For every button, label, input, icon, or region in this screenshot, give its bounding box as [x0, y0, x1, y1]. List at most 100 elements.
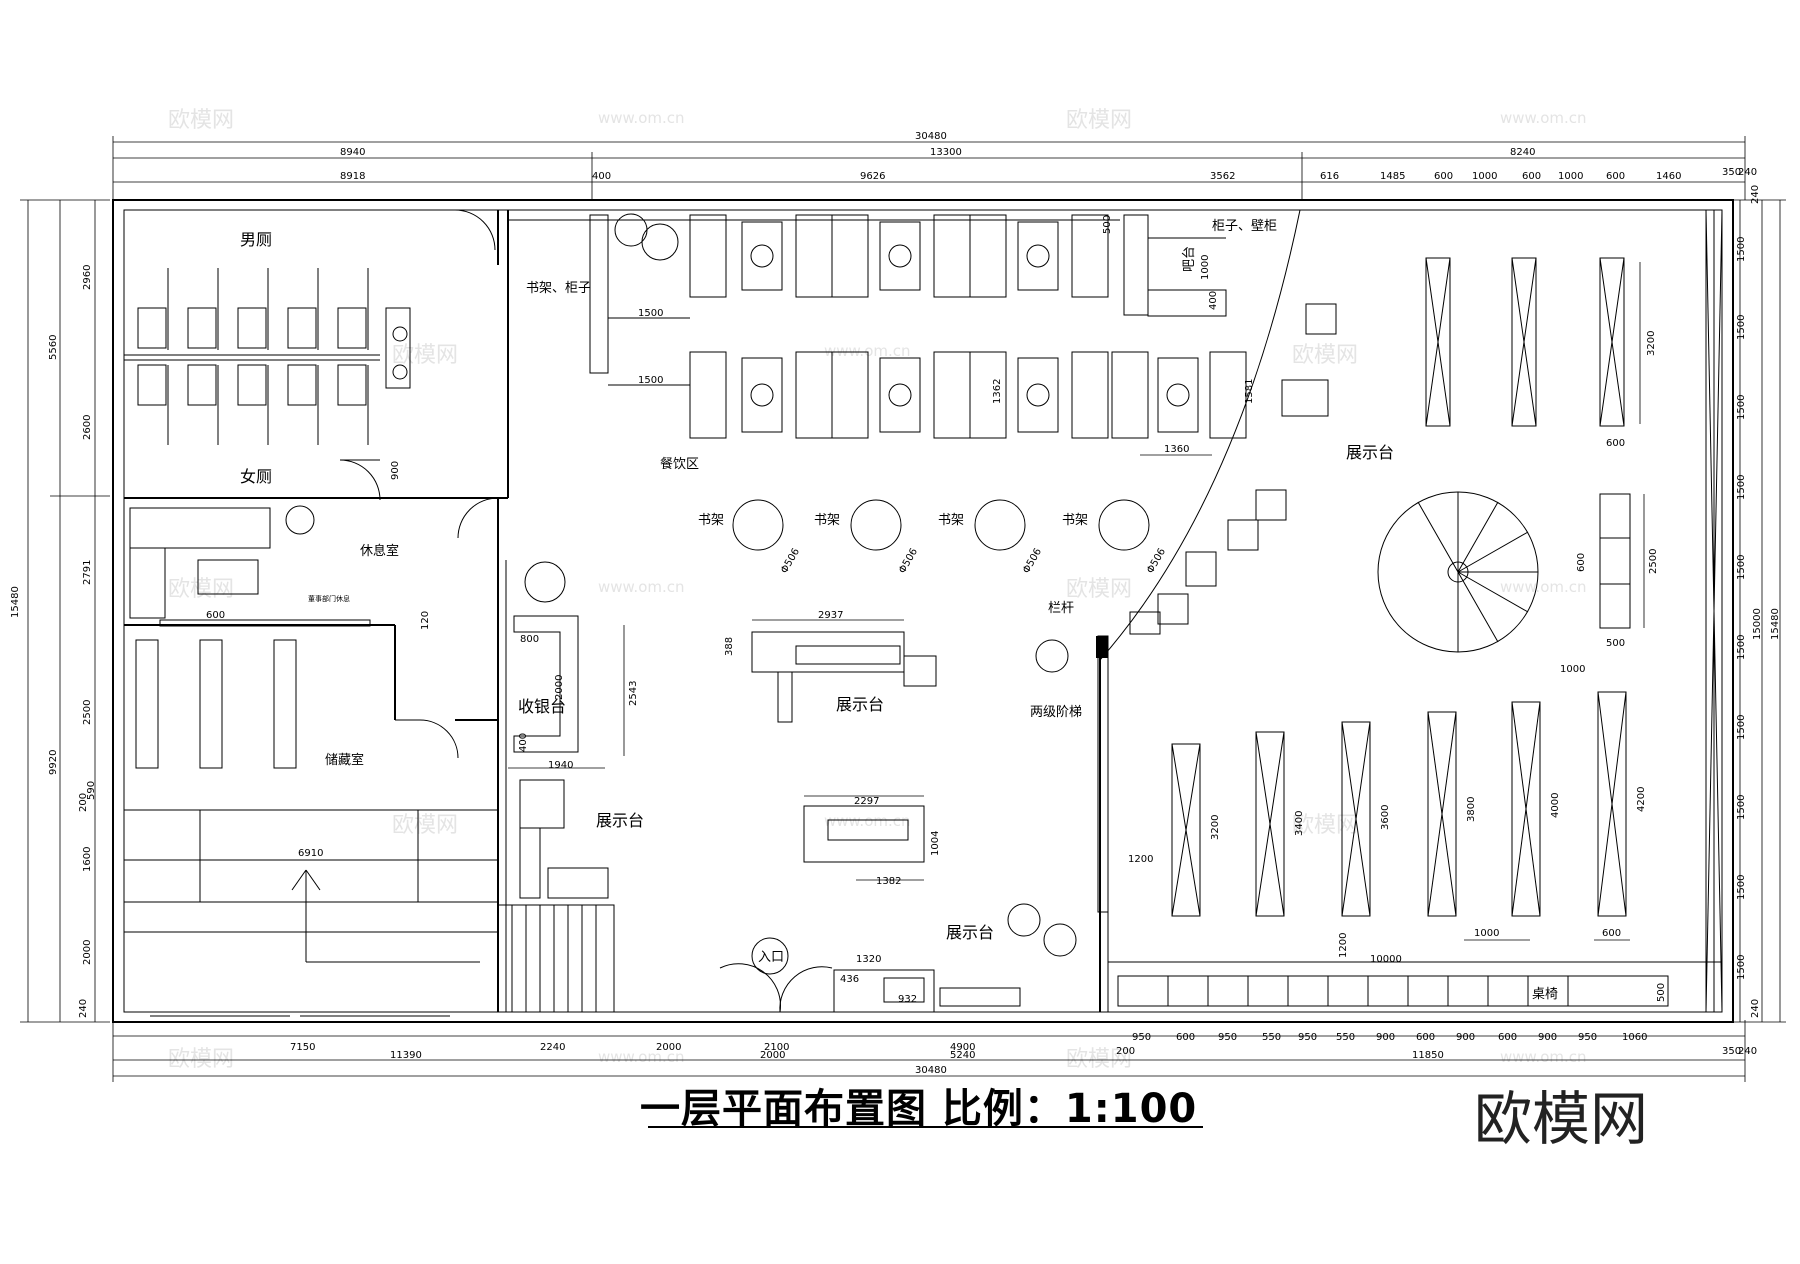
dim-bottom: 900: [1456, 1032, 1475, 1043]
label-bar: 吧台: [1182, 246, 1197, 272]
dim-left-inner: 590: [86, 781, 97, 800]
dim-cashier: 2543: [628, 681, 639, 706]
dim-left-mid: 9920: [48, 750, 59, 775]
dim-left-inner: 2791: [82, 560, 93, 585]
dim-left-outer: 15480: [10, 586, 21, 618]
page-title: 一层平面布置图 比例：1:100: [640, 1086, 1198, 1132]
dim-left-inner: 2960: [82, 265, 93, 290]
dim-left-inner: 200: [78, 793, 89, 812]
dim-bottom: 240: [1738, 1046, 1757, 1057]
dim-left-inner: 2600: [82, 415, 93, 440]
room-label-womens: 女厕: [240, 467, 272, 486]
dim-shelf-r: 2500: [1648, 549, 1659, 574]
dim-top-row2: 1485: [1380, 171, 1405, 182]
dim-dining: 1362: [992, 379, 1003, 404]
dim-top-total: 30480: [915, 131, 947, 142]
dim-bottom-total: 30480: [915, 1065, 947, 1076]
restroom-area: [124, 209, 499, 539]
dim-rail: 1200: [1338, 933, 1349, 958]
watermark-logo: 欧模网: [1066, 108, 1132, 133]
dim-top-row2: 600: [1434, 171, 1453, 182]
dim-top-row2: 600: [1522, 171, 1541, 182]
dim-top-row2: 600: [1606, 171, 1625, 182]
dim-bar: 1000: [1200, 255, 1211, 280]
dim-cashier: 1940: [548, 760, 573, 771]
dim-display: 1382: [876, 876, 901, 887]
dim-bottom: 2240: [540, 1042, 565, 1053]
dim-shelf-lr: 3600: [1380, 805, 1391, 830]
label-bookshelf: 书架: [814, 513, 840, 528]
dim-shelf-lr: 4000: [1550, 793, 1561, 818]
dim-top-row2: 8918: [340, 171, 365, 182]
dim-cashier: 800: [520, 634, 539, 645]
upper-right-shelves: [1425, 257, 1645, 629]
dim-top-row2: 3562: [1210, 171, 1235, 182]
lower-right-shelves: [1124, 691, 1670, 963]
dim-cashier: 400: [518, 733, 529, 752]
dim-entrance: 932: [898, 994, 917, 1005]
label-cabinet-wall: 柜子、壁柜: [1212, 219, 1277, 234]
dining-booths: [689, 214, 1247, 456]
dim-bottom: 7150: [290, 1042, 315, 1053]
dim-right-inner: 1500: [1736, 395, 1747, 420]
dim-left-inner: 2500: [82, 700, 93, 725]
dim-right-inner: 240: [1750, 999, 1761, 1018]
dim-bottom: 600: [1498, 1032, 1517, 1043]
dim-left-inner: 240: [78, 999, 89, 1018]
dim-stair: 6910: [298, 848, 323, 859]
dim-bookshelf: Φ506: [1021, 547, 1044, 576]
brand-logo: 欧模网: [1474, 1085, 1649, 1153]
dim-shelf-lr: 4200: [1636, 787, 1647, 812]
room-label-dining: 餐饮区: [660, 456, 699, 472]
dim-cashier: 2000: [554, 675, 565, 700]
dim-left-inner: 1600: [82, 847, 93, 872]
dim-bottom: 1060: [1622, 1032, 1647, 1043]
watermark-logo: 欧模网: [1066, 1047, 1132, 1072]
dim-display: 2937: [818, 610, 843, 621]
bookshelf-strip: [589, 213, 690, 386]
watermark-logo: 欧模网: [392, 813, 458, 838]
label-bookshelf: 书架: [1062, 513, 1088, 528]
dim-dining: 1581: [1244, 379, 1255, 404]
bar-area: [1123, 214, 1227, 317]
dimension-lines: [20, 136, 1786, 1082]
label-bookshelf: 书架: [698, 513, 724, 528]
watermark-logo: 欧模网: [168, 108, 234, 133]
room-label-mens: 男厕: [240, 230, 272, 249]
cashier-area: [508, 561, 625, 769]
dim-top-row2: 616: [1320, 171, 1339, 182]
dim-right-inner: 1500: [1736, 237, 1747, 262]
dim-right-inner: 1500: [1736, 475, 1747, 500]
dim-bookshelf: Φ506: [779, 547, 802, 576]
dim-display: 1004: [930, 831, 941, 856]
dim-bottom: 600: [1176, 1032, 1195, 1043]
dim-bottom: 2000: [656, 1042, 681, 1053]
label-cashier: 收银台: [518, 697, 566, 716]
label-two-steps: 两级阶梯: [1030, 705, 1082, 720]
dim-right-inner: 1500: [1736, 795, 1747, 820]
dim-shelf-r: 1000: [1560, 664, 1585, 675]
dim-wc-door: 900: [390, 461, 401, 480]
dim-top-row2: 240: [1738, 167, 1757, 178]
dim-bar: 500: [1102, 215, 1113, 234]
label-entrance[interactable]: 入口: [758, 950, 784, 965]
watermark-url: www.om.cn: [824, 812, 911, 830]
dim-top-row2: 1000: [1558, 171, 1583, 182]
dim-bottom: 950: [1578, 1032, 1597, 1043]
label-display: 展示台: [596, 811, 644, 830]
dim-bottom-row2: 11390: [390, 1050, 422, 1061]
dim-shelf: 1500: [638, 308, 663, 319]
round-bookshelves: [732, 499, 1150, 551]
dim-shelf-r: 600: [1606, 438, 1625, 449]
dim-shelf-r: 3200: [1646, 331, 1657, 356]
watermark-url: www.om.cn: [1500, 578, 1587, 596]
title-underline: [648, 1126, 1203, 1128]
dim-right-mid: 15000: [1752, 608, 1763, 640]
dim-bar: 400: [1208, 291, 1219, 310]
watermark-url: www.om.cn: [1500, 1048, 1587, 1066]
watermark-logo: 欧模网: [168, 1047, 234, 1072]
lounge-sign: 董事部门休息: [308, 594, 350, 603]
dim-right-inner: 1500: [1736, 315, 1747, 340]
dim-top-row2: 1460: [1656, 171, 1681, 182]
